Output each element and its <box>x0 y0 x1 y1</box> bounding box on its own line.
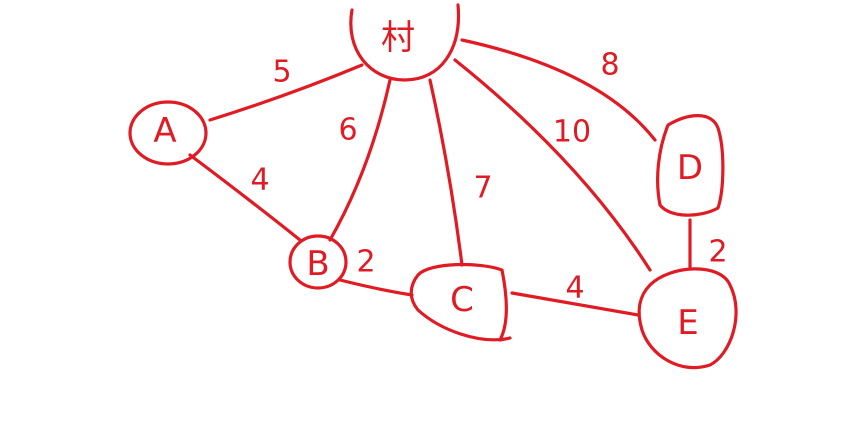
node-a-outline <box>128 100 208 166</box>
edge-s-d <box>460 38 657 142</box>
weight-s-e: 10 <box>553 115 591 150</box>
edge-a-b <box>188 153 302 242</box>
weight-s-b: 6 <box>338 113 357 148</box>
edge-s-e <box>453 58 652 272</box>
edge-s-b <box>328 78 392 242</box>
edge-s-a <box>208 63 364 122</box>
edge-b-c <box>338 278 414 297</box>
node-labels: 村 A B C D E <box>153 18 703 343</box>
node-s-outline <box>349 3 461 82</box>
weight-s-c: 7 <box>473 171 492 206</box>
node-e-label: E <box>677 303 698 343</box>
node-a-label: A <box>153 111 176 151</box>
node-d-label: D <box>677 148 703 188</box>
edge-labels: 5 6 7 10 8 4 2 4 2 <box>250 48 727 306</box>
node-b-label: B <box>306 244 329 284</box>
weight-d-e: 2 <box>708 235 727 270</box>
edge-c-e <box>510 291 640 317</box>
weight-a-b: 4 <box>250 163 269 198</box>
weight-s-a: 5 <box>272 55 291 90</box>
node-e-outline <box>637 267 738 370</box>
node-c-label: C <box>450 280 474 320</box>
weight-s-d: 8 <box>600 48 619 83</box>
weight-c-e: 4 <box>565 271 584 306</box>
node-b-outline <box>288 234 348 290</box>
edge-s-c <box>428 78 464 267</box>
node-c-outline <box>409 262 512 342</box>
weight-b-c: 2 <box>356 245 375 280</box>
node-d-outline <box>656 114 725 217</box>
node-s-label: 村 <box>381 18 415 58</box>
edges <box>188 38 692 317</box>
nodes <box>128 3 738 370</box>
